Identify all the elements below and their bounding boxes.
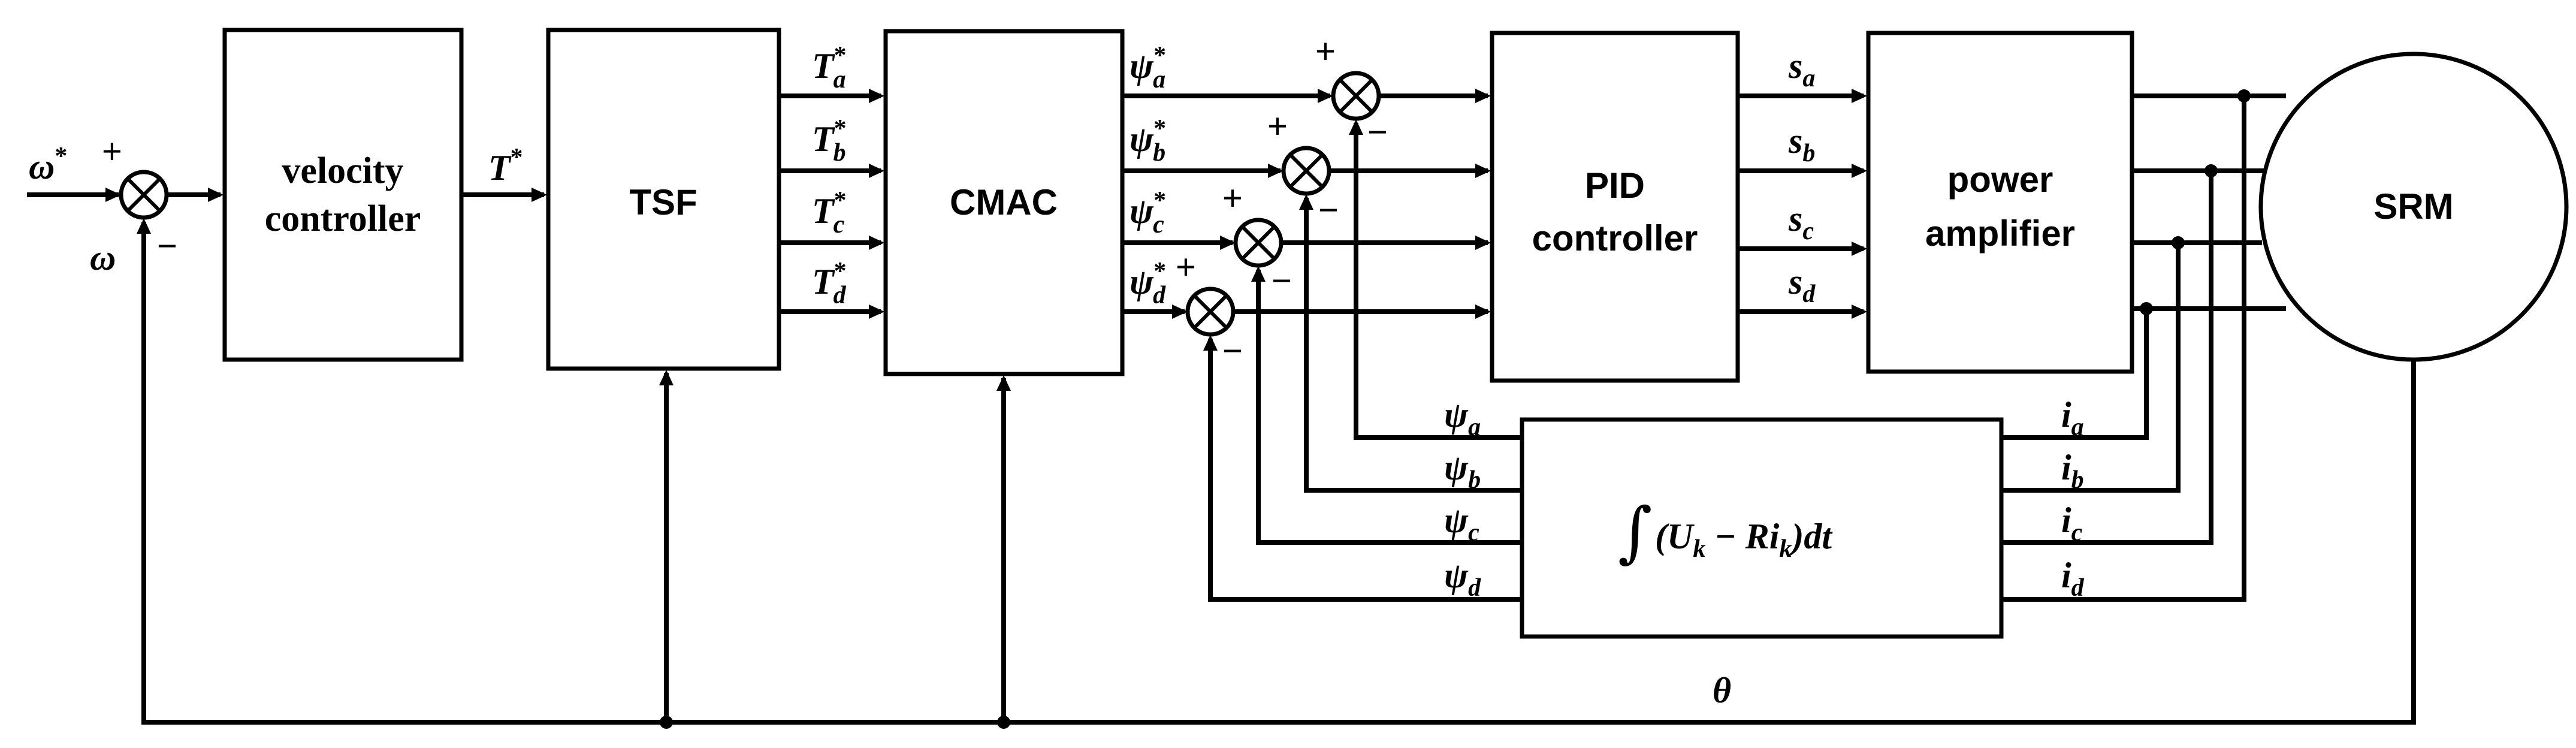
label-s-a: sa: [1788, 46, 1815, 92]
arrow-s-a: [1852, 89, 1867, 103]
wire-theta-feedback: [141, 222, 2416, 725]
srm-label: SRM: [2373, 186, 2453, 227]
velocity-controller-label-2: controller: [265, 198, 421, 239]
sign-minus-b: −: [1318, 191, 1339, 230]
wire-current-b: [2001, 171, 2213, 545]
arrow-psi-b-fb: [1299, 194, 1313, 210]
sign-plus-a: +: [1315, 32, 1336, 71]
tsf-block: [546, 28, 781, 371]
summing-junction-phase-c: [1233, 218, 1284, 268]
label-omega: ω: [90, 238, 116, 278]
tsf-label: TSF: [629, 182, 697, 222]
flux-estimator-block: [1520, 417, 2004, 639]
wire-psi-c-fb: [1256, 270, 1522, 545]
label-torque-ref: T*: [488, 144, 523, 188]
label-s-c: sc: [1788, 199, 1814, 245]
label-i-a: ia: [2061, 395, 2084, 441]
wire-psi-a-fb: [1354, 123, 1522, 440]
arrow-Ta: [869, 89, 884, 103]
label-psi-c: ψc: [1444, 500, 1479, 547]
pid-label-2: controller: [1532, 218, 1698, 258]
arrow-err-c: [1475, 236, 1491, 250]
label-psi-d: ψd: [1444, 556, 1481, 602]
label-Ta: T*a: [812, 42, 847, 94]
arrow-speed-feedback: [137, 218, 151, 234]
integral-sign: ∫: [1618, 493, 1652, 570]
label-theta: θ: [1713, 671, 1731, 710]
summing-junction-phase-b: [1281, 146, 1331, 196]
summing-junction-phase-d: [1185, 286, 1236, 337]
velocity-controller-block: [222, 28, 464, 362]
arrow-err-a: [1475, 89, 1491, 103]
label-i-c: ic: [2061, 500, 2083, 547]
sign-minus-a: −: [1367, 113, 1388, 152]
label-i-d: id: [2061, 556, 2085, 602]
label-psi-a-ref: ψ*a: [1130, 42, 1166, 94]
arrow-s-d: [1852, 304, 1867, 319]
arrow-theta-cmac: [996, 375, 1011, 391]
arrow-Td: [869, 304, 884, 319]
sign-plus-d: +: [1176, 248, 1196, 286]
power-amplifier-block: [1866, 31, 2134, 374]
pid-controller-block: [1490, 31, 1740, 383]
label-omega-ref: ω*: [29, 143, 67, 186]
arrow-psi-c-ref: [1220, 236, 1236, 250]
arrow-psi-d-ref: [1172, 304, 1188, 319]
sign-plus-b: +: [1267, 107, 1288, 146]
label-psi-b-ref: ψ*b: [1130, 115, 1166, 167]
arrow-Tb: [869, 164, 884, 178]
arrow-err-b: [1475, 164, 1491, 178]
arrow-Tc: [869, 236, 884, 250]
label-psi-d-ref: ψ*d: [1130, 258, 1166, 309]
power-amplifier-label-1: power: [1947, 159, 2053, 200]
label-s-b: sb: [1788, 121, 1815, 167]
wire-psi-d-fb: [1208, 339, 1522, 602]
arrow-torque-ref: [531, 188, 547, 202]
arrow-s-b: [1852, 164, 1867, 178]
label-psi-a: ψa: [1444, 395, 1481, 441]
cmac-block: [883, 29, 1125, 376]
arrow-speed-ref: [105, 188, 121, 202]
sign-minus-speed: −: [157, 227, 177, 266]
wire-current-d: [2001, 309, 2149, 440]
sign-plus-speed: +: [102, 132, 122, 171]
sign-minus-c: −: [1272, 261, 1292, 300]
label-Td: T*d: [812, 258, 847, 309]
arrow-psi-c-fb: [1251, 266, 1266, 282]
sign-minus-d: −: [1222, 331, 1243, 370]
arrow-psi-b-ref: [1268, 164, 1284, 178]
arrow-err-d: [1475, 304, 1491, 319]
arrow-theta-tsf: [659, 370, 674, 385]
arrow-s-c: [1852, 242, 1867, 256]
label-Tb: T*b: [812, 115, 847, 167]
arrow-psi-a-ref: [1318, 89, 1333, 103]
label-Tc: T*c: [812, 187, 847, 239]
summing-junction-speed: [119, 170, 169, 220]
wire-current-c: [2001, 243, 2181, 493]
summing-junction-phase-a: [1331, 71, 1381, 121]
flux-estimator-expression: (Uk − Rik)dt: [1655, 517, 1833, 563]
label-i-b: ib: [2061, 448, 2084, 494]
arrow-psi-d-fb: [1203, 335, 1218, 351]
cmac-label: CMAC: [950, 182, 1058, 222]
pid-label-1: PID: [1585, 165, 1645, 206]
velocity-controller-label-1: velocity: [282, 150, 403, 191]
sign-plus-c: +: [1222, 179, 1243, 218]
wire-current-a: [2001, 96, 2246, 602]
arrow-speed-error: [208, 188, 224, 202]
wire-psi-b-fb: [1304, 198, 1522, 493]
label-psi-b: ψb: [1444, 448, 1481, 494]
label-s-d: sd: [1788, 262, 1816, 308]
arrow-psi-a-fb: [1349, 119, 1363, 135]
label-psi-c-ref: ψ*c: [1130, 187, 1166, 239]
power-amplifier-label-2: amplifier: [1925, 213, 2075, 254]
